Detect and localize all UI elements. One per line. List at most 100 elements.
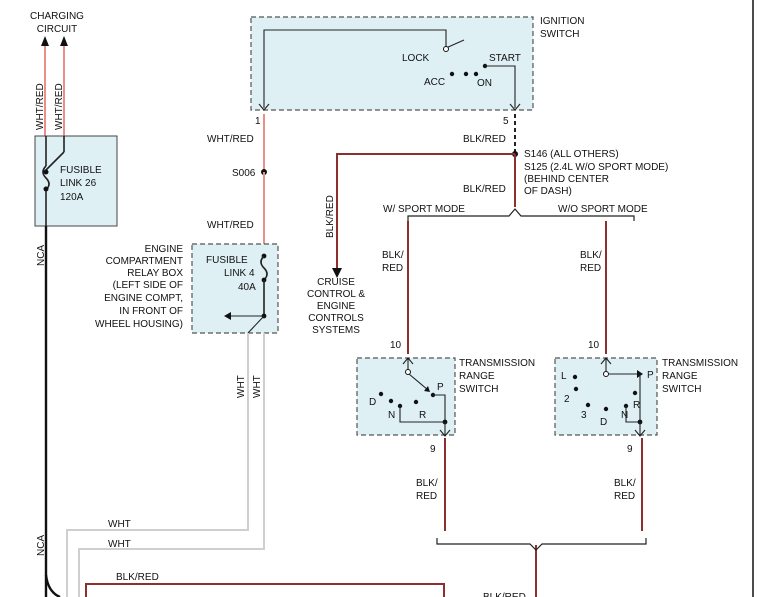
trs-left-blade xyxy=(408,373,429,391)
fuse-26-node-bottom xyxy=(43,186,49,192)
cruise-label-3: ENGINE xyxy=(317,301,356,312)
trs-right-pin-9: 9 xyxy=(627,444,633,455)
cruise-label-5: SYSTEMS xyxy=(312,325,360,336)
fusible-link-4-label-2: LINK 4 xyxy=(224,268,255,279)
trs-left-blade-tip xyxy=(424,386,430,392)
fusible-link-4-label-1: FUSIBLE xyxy=(206,255,248,266)
relay-box-label-1: ENGINE xyxy=(145,244,184,255)
wire-label-wht-2: WHT xyxy=(252,375,263,398)
ignition-switch-blade xyxy=(445,39,465,49)
wire-label-blk-red-cruise: BLK/RED xyxy=(325,195,336,238)
trs-right-2: 2 xyxy=(564,394,570,405)
ignition-on-label: ON xyxy=(477,78,492,89)
splice-s006-label: S006 xyxy=(232,168,256,179)
fuse-26-symbol xyxy=(42,165,50,191)
trs-right-contact-2 xyxy=(573,386,579,392)
trs-left-n: N xyxy=(388,410,395,421)
trs-right-label-2: RANGE xyxy=(662,371,698,382)
trs-left-internal-2 xyxy=(399,406,445,423)
charging-circuit-label-1: CHARGING xyxy=(30,11,84,22)
charging-circuit-group: CHARGING CIRCUIT WHT/RED WHT/RED FUSIBLE… xyxy=(30,11,118,597)
relay-box-label-6: IN FRONT OF xyxy=(119,306,183,317)
sport-mode-bracket xyxy=(407,208,635,221)
splice-s146-label: S146 (ALL OTHERS) xyxy=(524,149,619,160)
ignition-switch-box xyxy=(250,16,534,111)
wire-label-wht-red-2: WHT/RED xyxy=(207,220,254,231)
w-sport-mode-label: W/ SPORT MODE xyxy=(383,204,465,215)
wo-sport-mode-label: W/O SPORT MODE xyxy=(558,204,648,215)
cruise-label-4: CONTROLS xyxy=(308,313,364,324)
trs-right-wire-label-1: BLK/ xyxy=(580,250,602,261)
fuse-26-wire-join xyxy=(45,151,65,171)
trs-right-contact-l xyxy=(572,374,578,380)
ignition-switch-label-2: SWITCH xyxy=(540,29,579,40)
ignition-pin-5-connector xyxy=(509,103,521,111)
ignition-start-label: START xyxy=(489,53,521,64)
wire-blk-red-bottom xyxy=(85,583,445,597)
ignition-contact-acc xyxy=(449,71,455,77)
trs-left-contact-r xyxy=(413,399,419,405)
ignition-switch-group: IGNITION SWITCH LOCK START ACC ON 1 5 xyxy=(250,16,584,127)
wire-label-wht-1: WHT xyxy=(236,375,247,398)
trs-left-wire-label-1: BLK/ xyxy=(382,250,404,261)
fuse-26-node-top xyxy=(43,169,49,175)
wire-label-wht-red-right: WHT/RED xyxy=(54,83,65,130)
charging-circuit-label-2: CIRCUIT xyxy=(37,24,78,35)
wire-label-blk-red-2: BLK/RED xyxy=(463,184,506,195)
trs-right-contact-d xyxy=(603,406,609,412)
trs-left-pin-9: 9 xyxy=(430,444,436,455)
ignition-contact-on xyxy=(463,71,469,77)
wire-blk-red-to-cruise xyxy=(336,153,515,268)
trs-right-label-1: TRANSMISSION xyxy=(662,358,738,369)
trs-left-wire-label-2: RED xyxy=(382,263,403,274)
ignition-lock-label: LOCK xyxy=(402,53,430,64)
wire-label-wht-3: WHT xyxy=(108,519,131,530)
wire-label-wht-red-left: WHT/RED xyxy=(35,83,46,130)
trs-right-label-3: SWITCH xyxy=(662,384,701,395)
trs-left-internal xyxy=(433,394,446,422)
trs-right-pin-9-connector xyxy=(634,429,646,437)
wire-label-wht-4: WHT xyxy=(108,539,131,550)
trs-right-3: 3 xyxy=(581,410,587,421)
trs-left-group: BLK/ RED 10 TRANSMISSION RANGE SWITCH P … xyxy=(356,221,535,531)
trs-right-contact-3 xyxy=(585,402,591,408)
ignition-pin-5-label: 5 xyxy=(503,116,509,127)
wire-label-blk-red-bottom: BLK/RED xyxy=(116,572,159,583)
ignition-contact-run xyxy=(473,71,479,77)
trs-right-n: N xyxy=(621,410,628,421)
wire-wht-2 xyxy=(78,333,265,597)
trs-right-out-label-1: BLK/ xyxy=(614,478,636,489)
fusible-link-4-label-3: 40A xyxy=(238,282,256,293)
trs-left-p: P xyxy=(437,382,444,393)
trs-left-d: D xyxy=(369,397,376,408)
fusible-link-26-label-1: FUSIBLE xyxy=(60,165,102,176)
trs-left-pin-10: 10 xyxy=(390,340,402,351)
cruise-arrow xyxy=(332,268,342,278)
ignition-pivot xyxy=(443,46,449,52)
ignition-start-wire xyxy=(485,65,516,108)
ignition-pin-1-label: 1 xyxy=(255,116,261,127)
trs-left-pin-9-connector xyxy=(439,429,451,437)
wire-label-blk-red-1: BLK/RED xyxy=(463,134,506,145)
relay-box-label-2: COMPARTMENT xyxy=(106,256,183,267)
fuse-4-diag xyxy=(247,315,265,334)
splice-s125-label-3: OF DASH) xyxy=(524,186,572,197)
trs-left-label-2: RANGE xyxy=(459,371,495,382)
trs-right-group: BLK/ RED 10 TRANSMISSION RANGE SWITCH P … xyxy=(554,221,738,531)
trs-left-r: R xyxy=(419,410,426,421)
nca-label-lower: NCA xyxy=(36,535,47,556)
splice-s125-label-1: S125 (2.4L W/O SPORT MODE) xyxy=(524,162,668,173)
charging-arrow-left xyxy=(41,36,49,46)
wire-label-blk-red-partial: BLK/RED xyxy=(483,592,526,597)
nca-label-upper: NCA xyxy=(36,245,47,266)
trs-left-label-1: TRANSMISSION xyxy=(459,358,535,369)
splice-s125-label-2: (BEHIND CENTER xyxy=(524,174,609,185)
relay-box-label-5: ENGINE COMPT, xyxy=(104,293,183,304)
trs-left-pivot xyxy=(405,369,411,375)
charging-arrow-right xyxy=(60,36,68,46)
trs-join-bracket xyxy=(436,538,647,551)
bottom-curve xyxy=(44,574,61,597)
ignition-acc-label: ACC xyxy=(424,77,445,88)
trs-right-d: D xyxy=(600,417,607,428)
